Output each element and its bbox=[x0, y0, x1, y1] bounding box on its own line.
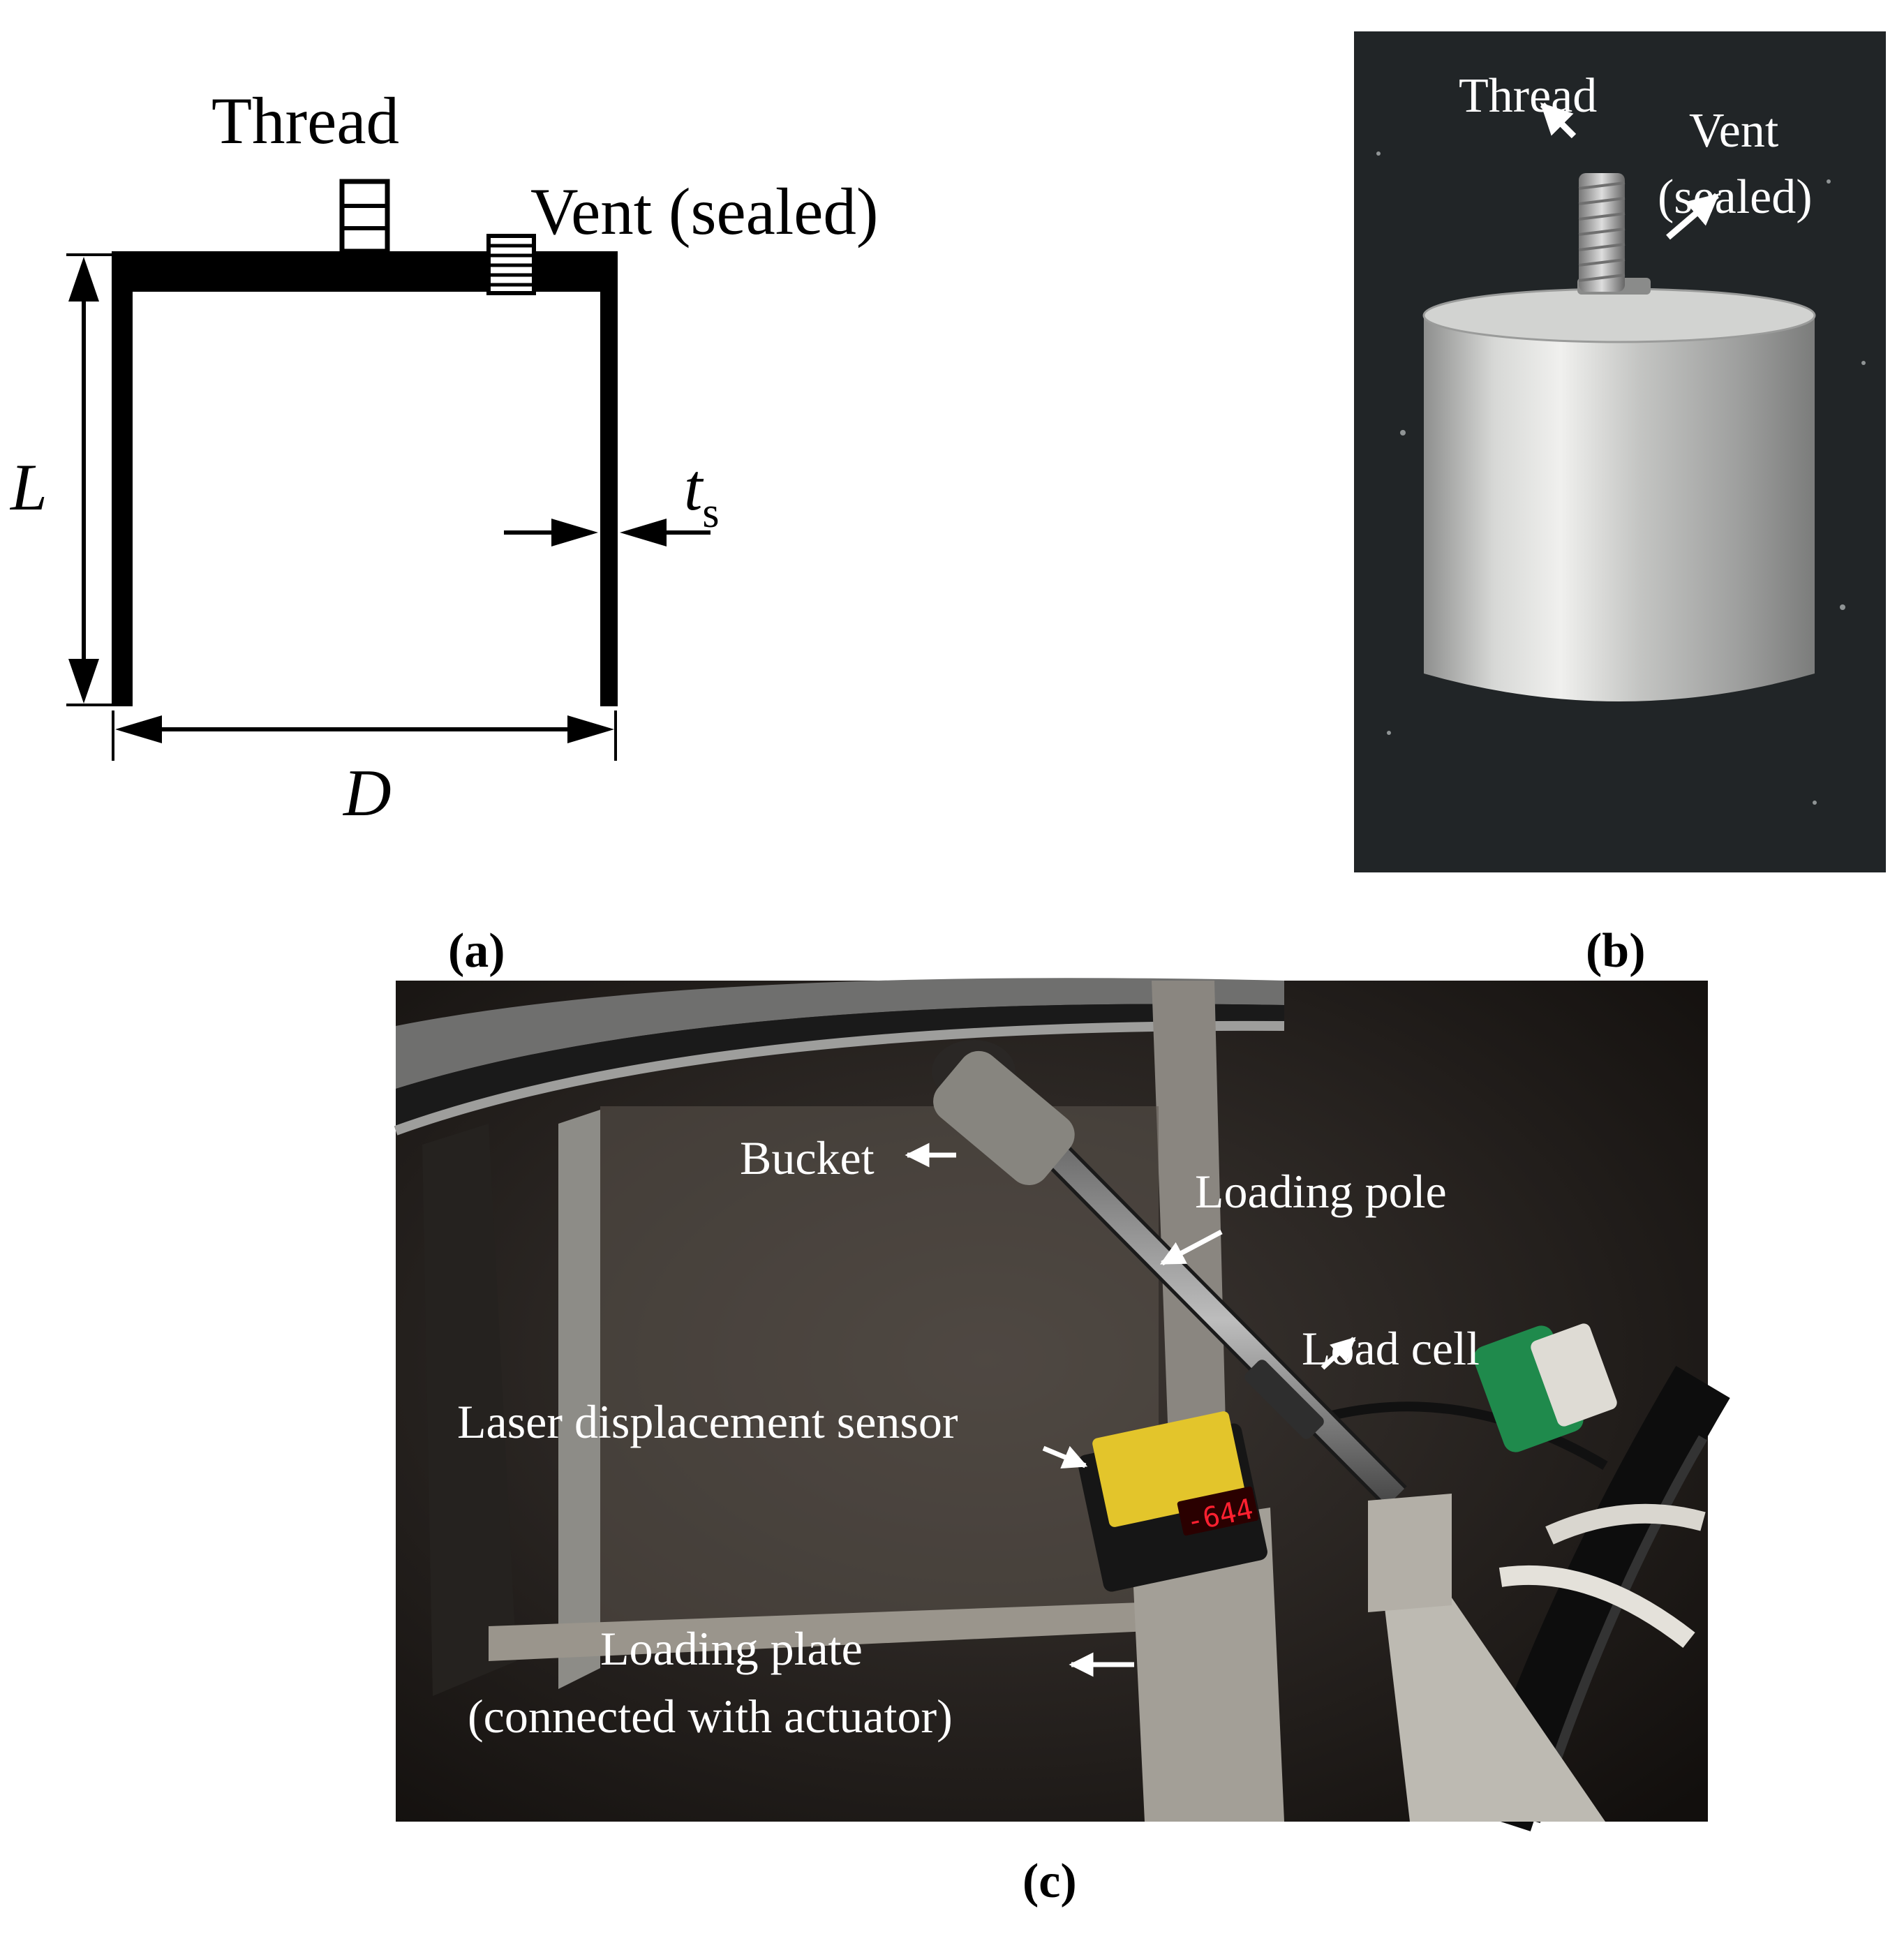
bucket-label: Bucket bbox=[740, 1131, 875, 1184]
laser-sensor-label: Laser displacement sensor bbox=[457, 1395, 958, 1448]
loading-pole-label: Loading pole bbox=[1195, 1165, 1447, 1218]
bucket-right-wall bbox=[600, 251, 618, 706]
length-label: L bbox=[9, 450, 47, 524]
load-cell-label: Load cell bbox=[1302, 1322, 1480, 1375]
diameter-label: D bbox=[342, 756, 392, 830]
thickness-dimension bbox=[504, 519, 711, 546]
photo-b-thread-label: Thread bbox=[1459, 69, 1597, 123]
panel-a-schematic: Thread Vent (sealed) L D ts (a) bbox=[9, 84, 879, 978]
length-dimension bbox=[66, 253, 112, 706]
thickness-label: ts bbox=[684, 450, 720, 537]
photo-b-vent-label-line1: Vent bbox=[1689, 104, 1779, 158]
thread-label: Thread bbox=[211, 84, 399, 158]
vent-label: Vent (sealed) bbox=[530, 174, 879, 248]
bucket-left-wall bbox=[112, 251, 133, 706]
laser-sensor-photo: -644 bbox=[1078, 1411, 1267, 1592]
vent-symbol bbox=[486, 234, 536, 295]
loading-plate-label-line1: Loading plate bbox=[600, 1622, 863, 1675]
bucket-and-pole-photo bbox=[932, 1040, 1407, 1508]
caption-b: (b) bbox=[1586, 924, 1646, 978]
photo-b-vent-label-line2: (sealed) bbox=[1658, 170, 1813, 224]
bucket-photo bbox=[1422, 173, 1816, 701]
caption-c: (c) bbox=[1022, 1854, 1077, 1908]
bucket-lid bbox=[112, 251, 618, 292]
loading-plate-label-line2: (connected with actuator) bbox=[468, 1690, 953, 1743]
thread-symbol bbox=[339, 179, 390, 254]
panel-b-photo: Thread Vent (sealed) (b) bbox=[1354, 31, 1886, 978]
caption-a: (a) bbox=[448, 924, 505, 978]
panel-c-photo: -644 Bucket Loading pole Load cell Laser… bbox=[394, 978, 1730, 1908]
diameter-dimension bbox=[112, 711, 617, 761]
